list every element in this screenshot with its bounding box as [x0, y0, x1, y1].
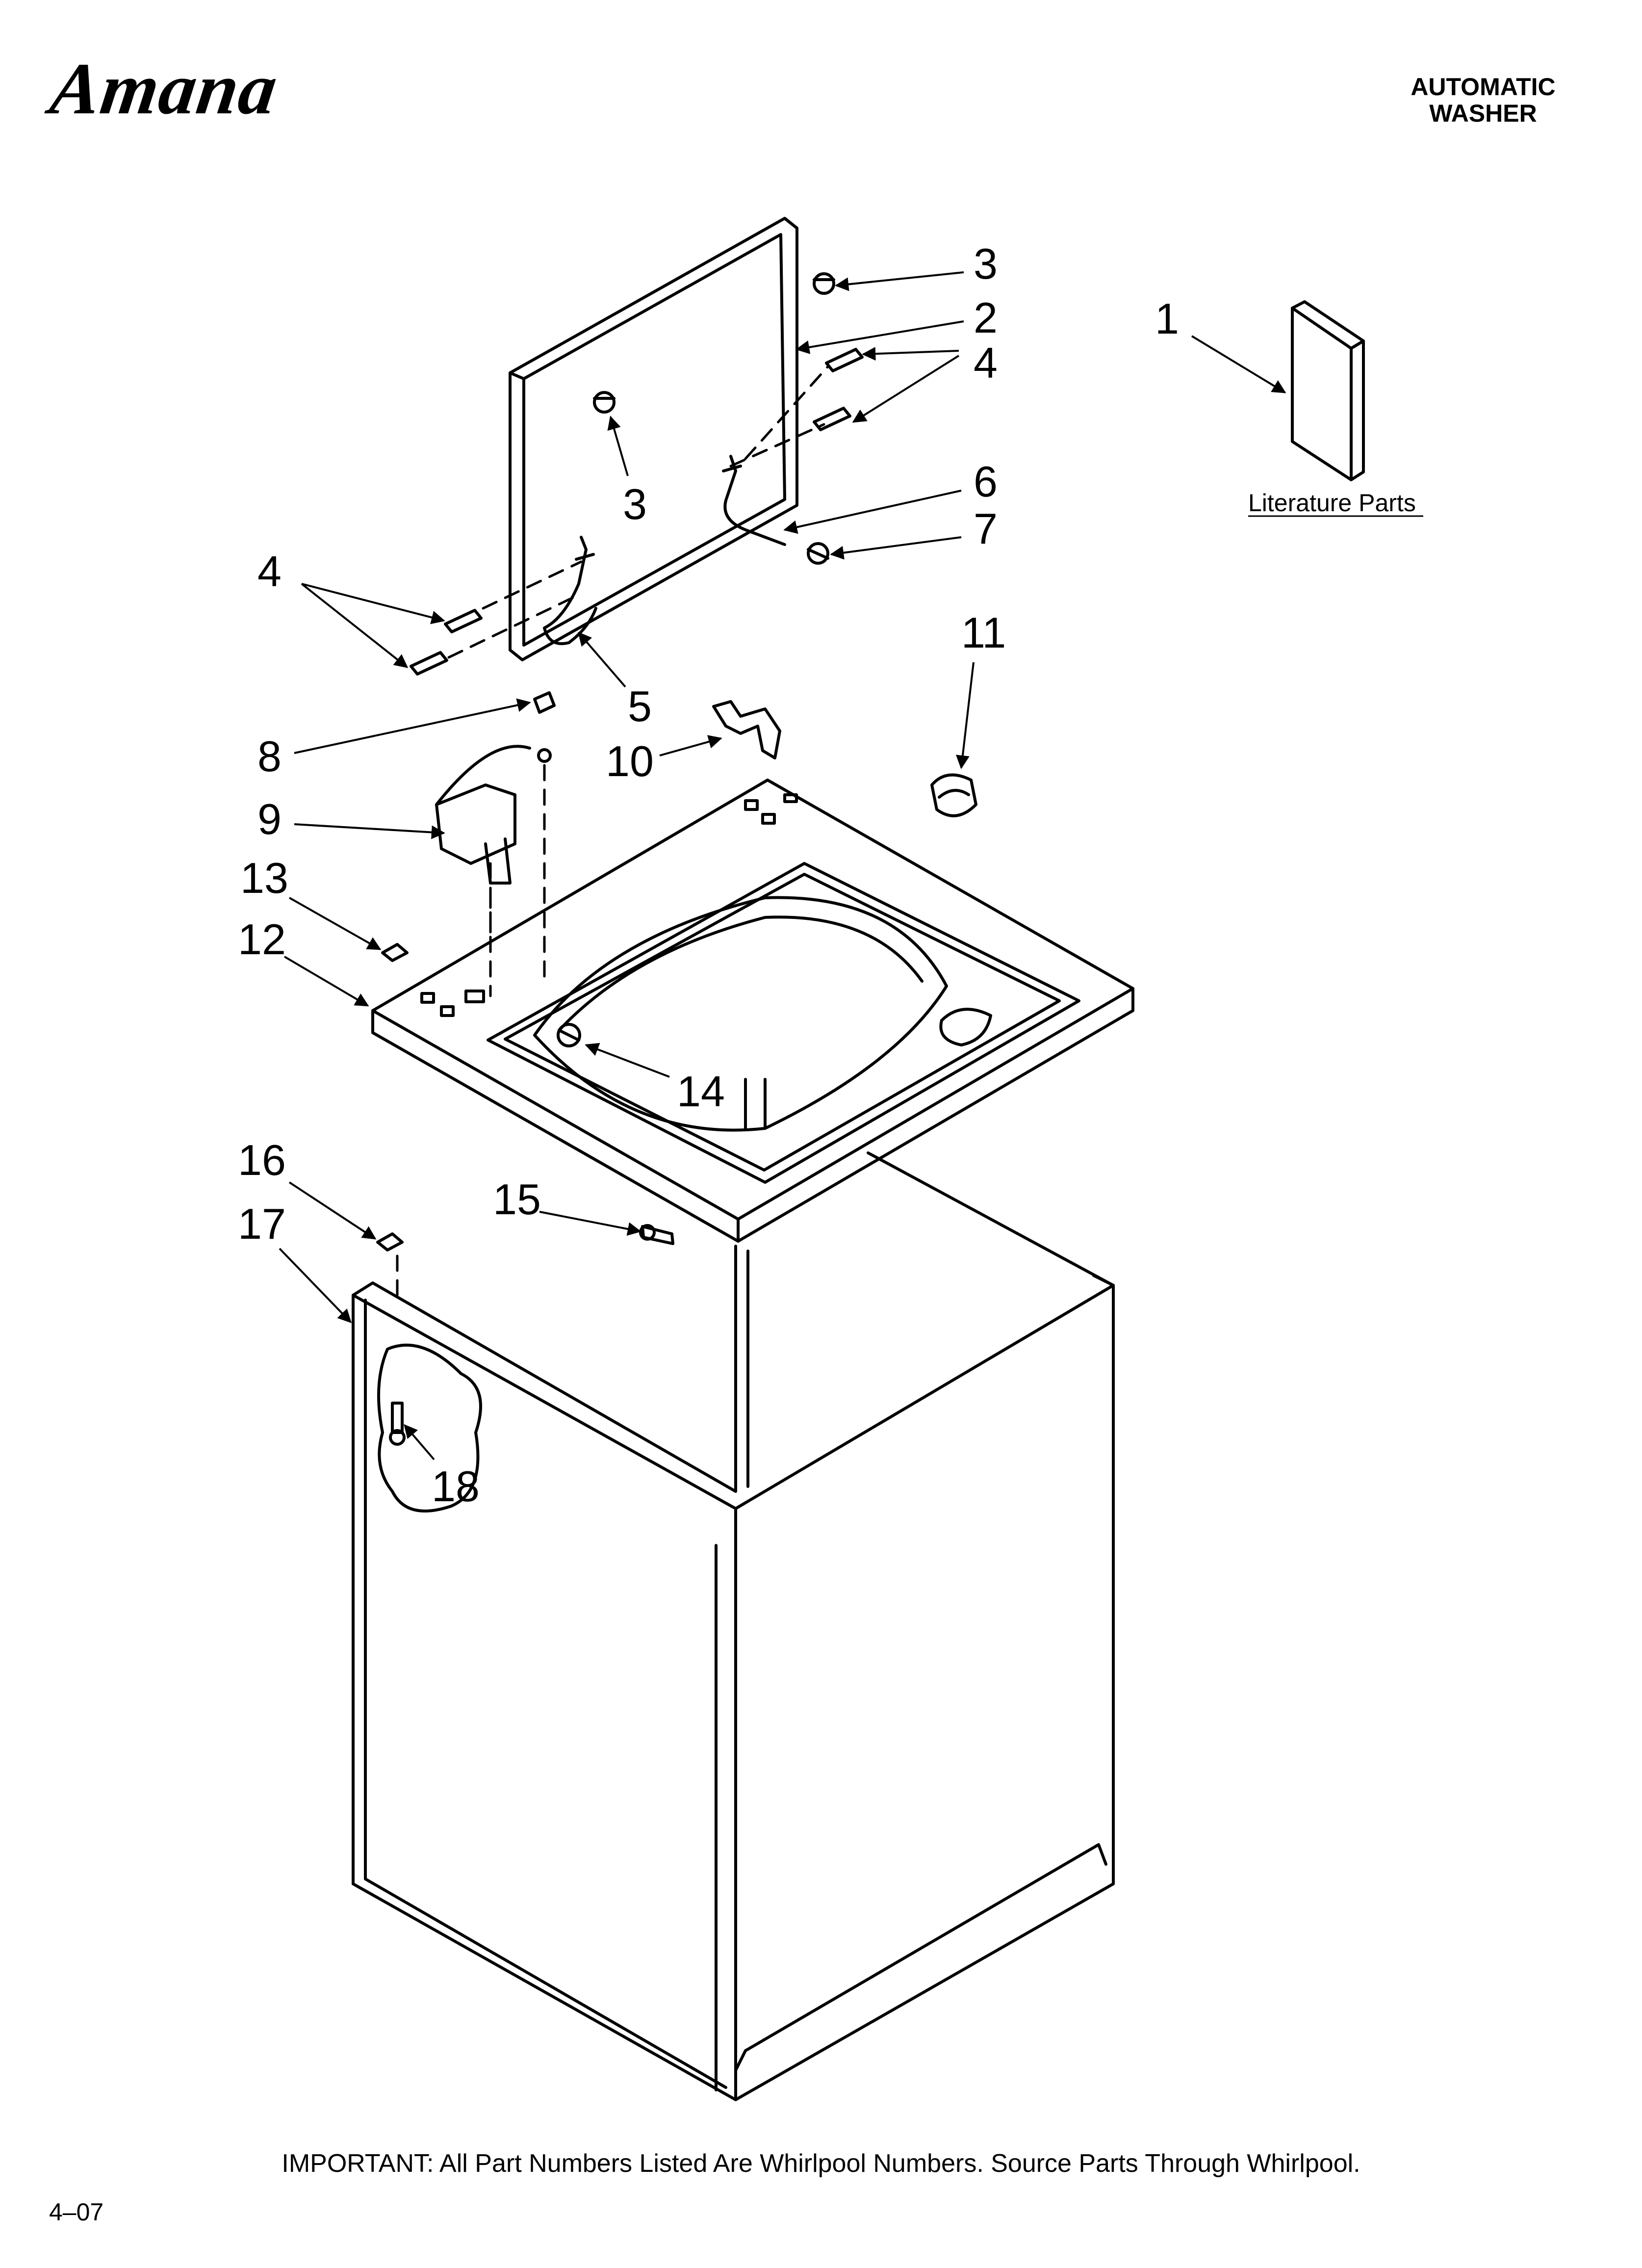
hinge-screw-right-lower [813, 407, 851, 431]
lid-frame [509, 217, 798, 661]
callout-6: 6 [974, 457, 998, 506]
callout-5: 5 [628, 682, 652, 730]
hinge-screw-left-upper [444, 609, 483, 633]
callout-13: 13 [240, 854, 288, 902]
callout-12: 12 [238, 915, 286, 964]
callout-16: 16 [238, 1136, 286, 1184]
callout-leaders [279, 271, 1286, 1460]
top-panel [371, 779, 1134, 1243]
hinge-screw-left-lower [410, 651, 448, 676]
callout-7: 7 [974, 504, 998, 553]
callout-15: 15 [493, 1175, 541, 1224]
top-panel-screw [639, 1224, 674, 1245]
title-line-2: WASHER [1429, 100, 1537, 127]
lid-hinge-left [543, 536, 597, 645]
assembly-guide-lines [396, 364, 830, 1306]
hinge-nut [807, 542, 829, 565]
callout-18: 18 [432, 1462, 480, 1511]
callout-4-left: 4 [257, 547, 282, 596]
callout-2: 2 [974, 293, 998, 342]
cabinet [352, 1151, 1115, 2101]
document-title: AUTOMATIC WASHER [1385, 74, 1581, 127]
cabinet-clip-top [381, 943, 409, 962]
callout-9: 9 [257, 795, 282, 843]
literature-parts-label: Literature Parts [1248, 489, 1416, 517]
lid-bumper-top [813, 272, 835, 295]
fill-nozzle [557, 1023, 581, 1047]
lid-switch-screw [533, 691, 556, 763]
callout-14: 14 [677, 1067, 725, 1116]
callout-17: 17 [238, 1199, 286, 1248]
callout-8: 8 [257, 732, 282, 781]
dispenser-cap [930, 773, 977, 817]
cable-clip [712, 700, 781, 759]
page-code: 4–07 [49, 2198, 104, 2226]
callout-11: 11 [961, 608, 1006, 657]
callout-1: 1 [1155, 294, 1179, 343]
callout-3-top: 3 [974, 239, 998, 288]
cabinet-clip-cabinet [376, 1232, 404, 1251]
title-line-1: AUTOMATIC [1411, 73, 1556, 101]
callout-3-left: 3 [623, 480, 647, 528]
important-note: IMPORTANT: All Part Numbers Listed Are W… [282, 2149, 1360, 2178]
lid-switch [435, 745, 531, 885]
literature-booklet [1291, 300, 1365, 481]
callout-4-right: 4 [974, 339, 998, 387]
hinge-screw-right-upper [825, 348, 864, 372]
lid-hinge-right [722, 455, 786, 546]
lid-bumper-left [593, 391, 616, 414]
callout-labels: 3 2 3 4 4 5 6 7 8 9 10 11 12 13 14 15 16… [238, 239, 1179, 1511]
callout-10: 10 [606, 737, 654, 785]
cabinet-screw [389, 1402, 406, 1446]
